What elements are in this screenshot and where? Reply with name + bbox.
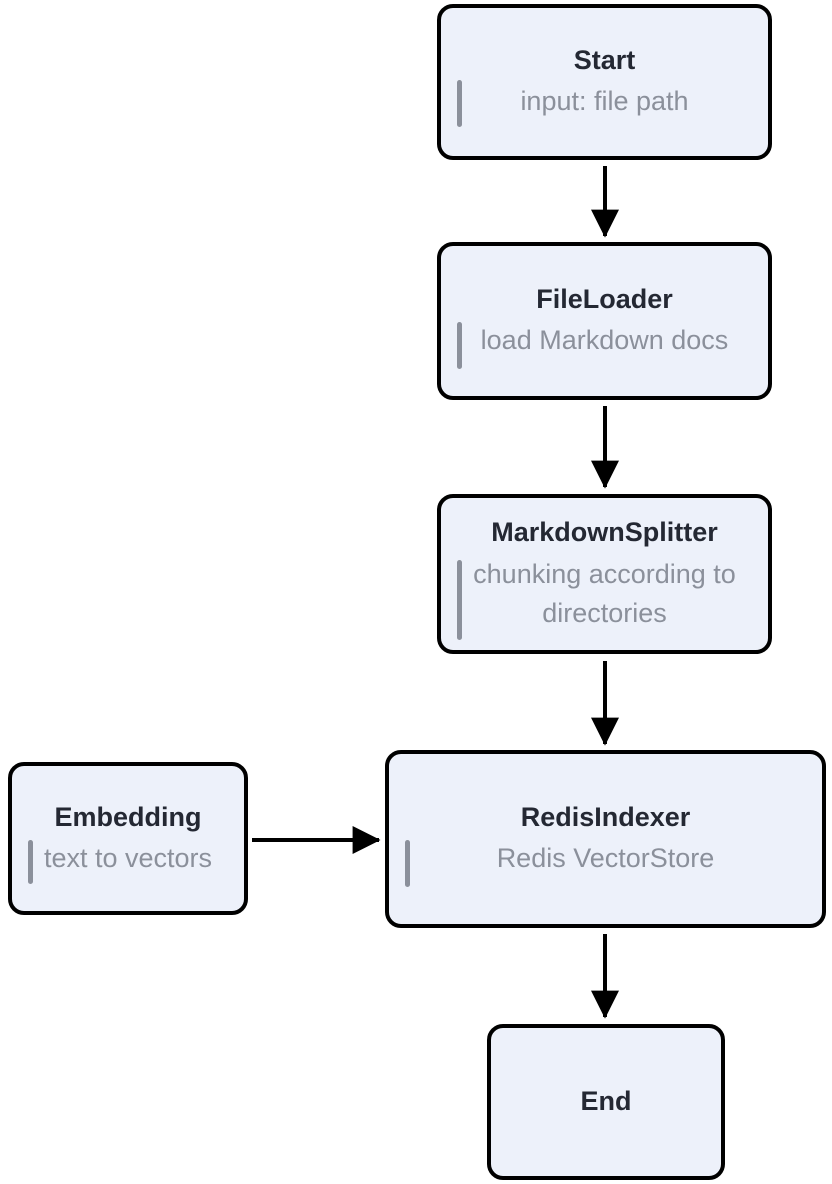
node-subtitle: Redis VectorStore — [496, 843, 715, 874]
description-bar-icon — [457, 80, 462, 127]
node-subtitle: input: file path — [520, 86, 689, 117]
node-fileloader: FileLoader load Markdown docs — [437, 242, 772, 400]
node-title: End — [580, 1086, 632, 1117]
node-embedding: Embedding text to vectors — [8, 762, 248, 915]
description-bar-icon — [457, 560, 462, 640]
node-start: Start input: file path — [437, 4, 772, 160]
node-title: MarkdownSplitter — [491, 517, 718, 548]
node-title: RedisIndexer — [520, 802, 691, 833]
node-end: End — [487, 1024, 725, 1180]
node-title: FileLoader — [536, 284, 673, 315]
node-subtitle: text to vectors — [43, 842, 213, 873]
node-markdownsplitter: MarkdownSplitter chunking according to d… — [437, 494, 772, 654]
node-subtitle: chunking according to directories — [473, 558, 736, 629]
node-title: Embedding — [54, 801, 202, 832]
node-title: Start — [573, 45, 636, 76]
node-subtitle: load Markdown docs — [480, 325, 729, 356]
description-bar-icon — [457, 322, 462, 369]
description-bar-icon — [405, 840, 410, 887]
description-bar-icon — [28, 840, 33, 884]
node-redisindexer: RedisIndexer Redis VectorStore — [385, 750, 826, 928]
